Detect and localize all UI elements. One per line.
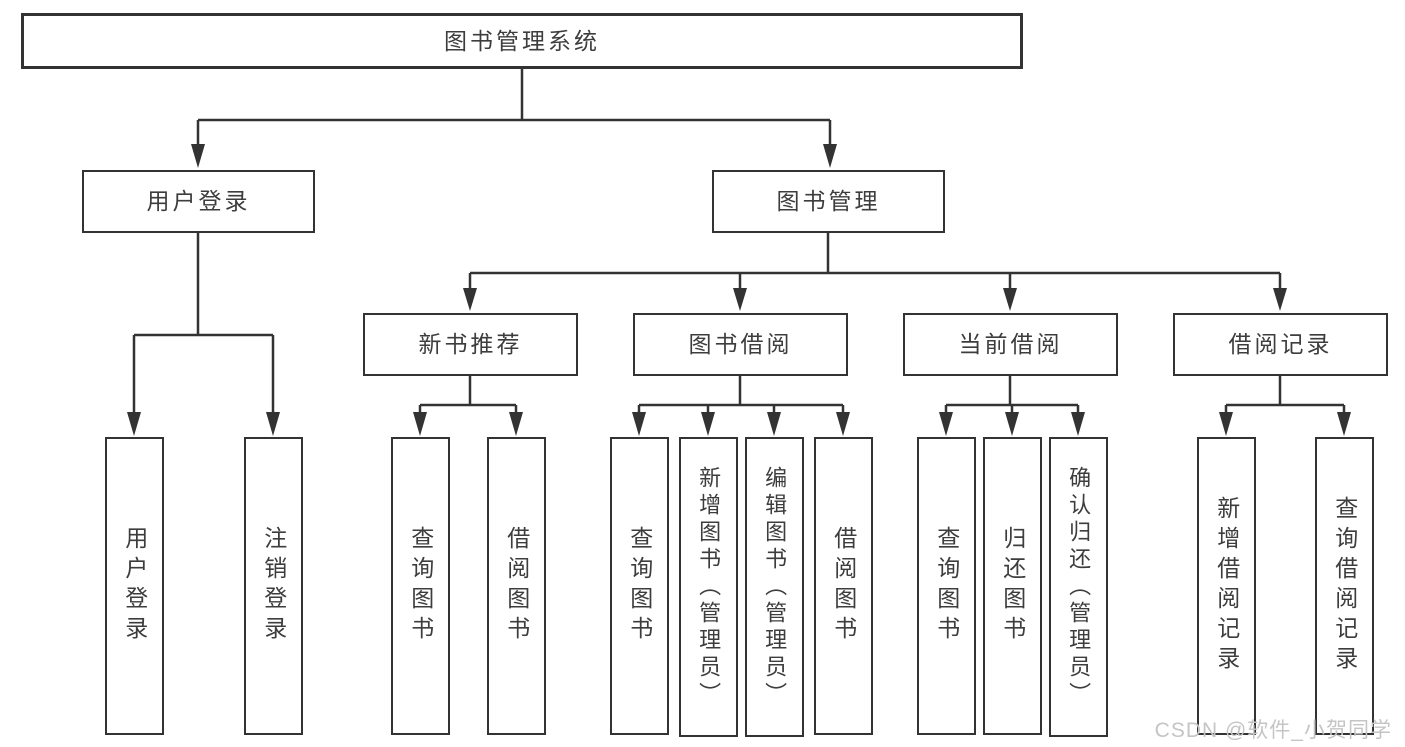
leaf-query-books-current: 查询图书 [917,437,976,735]
leaf-query-borrow-record: 查询借阅记录 [1315,437,1374,735]
leaf-borrow-books-recommend: 借阅图书 [487,437,546,735]
node-library-management-system: 图书管理系统 [21,13,1023,69]
leaf-borrow-books-borrowing: 借阅图书 [814,437,873,735]
leaf-query-books-recommend: 查询图书 [391,437,450,735]
leaf-add-borrow-record: 新增借阅记录 [1197,437,1256,735]
csdn-watermark: CSDN @软件_小贺同学 [1154,719,1392,742]
node-book-management: 图书管理 [712,170,945,233]
leaf-query-books-borrowing: 查询图书 [610,437,669,735]
leaf-logout: 注销登录 [244,437,303,735]
node-current-borrowing: 当前借阅 [903,313,1118,376]
leaf-add-book-admin: 新增图书（管理员） [679,437,738,737]
leaf-return-book: 归还图书 [983,437,1042,735]
node-borrowing-records: 借阅记录 [1173,313,1388,376]
leaf-user-login: 用户登录 [105,437,164,735]
leaf-edit-book-admin: 编辑图书（管理员） [745,437,804,737]
node-new-book-recommendation: 新书推荐 [363,313,578,376]
node-user-login: 用户登录 [82,170,315,233]
leaf-confirm-return-admin: 确认归还（管理员） [1049,437,1108,737]
node-book-borrowing: 图书借阅 [633,313,848,376]
